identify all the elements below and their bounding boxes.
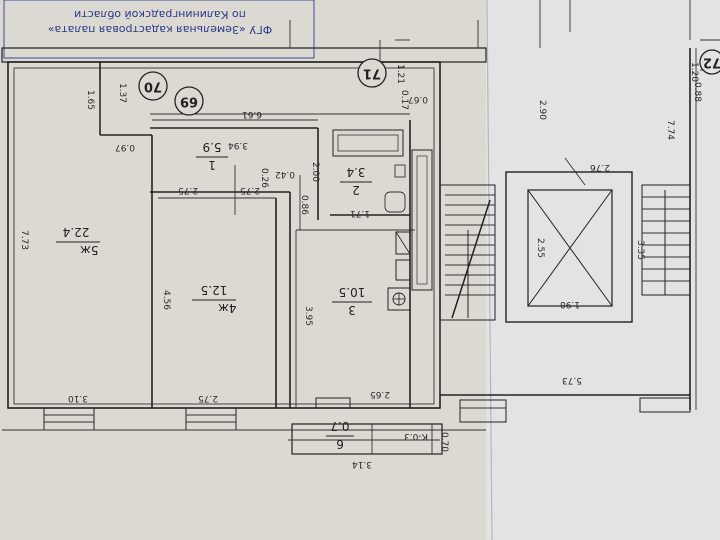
room-2-id: 2 <box>352 183 360 197</box>
bathroom-fixtures <box>332 129 433 291</box>
kitchen-fixtures <box>387 231 411 311</box>
dim-0-67: 0.67 <box>408 94 428 104</box>
dim-1-20: 1.20 <box>689 62 699 82</box>
stairwell <box>439 184 690 396</box>
paper-left <box>0 0 490 540</box>
dim-3-35: 3.35 <box>635 240 645 260</box>
room-3-label: 3 10.5 <box>332 285 372 317</box>
dim-0-86: 0.86 <box>299 195 309 215</box>
dim-0-42: 0.42 <box>275 169 295 179</box>
dim-0-97: 0.97 <box>115 142 135 152</box>
dim-2-00: 2.00 <box>310 162 320 182</box>
room-4-label: 4ж 12.5 <box>192 283 236 315</box>
room-4-suffix: ж <box>218 301 229 315</box>
svg-text:4ж: 4ж <box>218 301 237 315</box>
room-1-id: 1 <box>208 158 216 172</box>
room-5-label: 5ж 22.4 <box>56 225 100 257</box>
dim-1-37: 1.37 <box>117 83 127 103</box>
dim-3-94: 3.94 <box>228 140 248 150</box>
room-labels: 5ж 22.4 4ж 12.5 3 10.5 1 5.9 2 3.4 6 0.7 <box>56 140 372 451</box>
label-k-0-3: К-0.3 <box>404 431 428 441</box>
dim-1-71: 1.71 <box>350 208 370 218</box>
header-line1: ФГУ «Земельная кадастровая палата» <box>48 23 272 36</box>
dim-3-14: 3.14 <box>352 459 372 469</box>
header-stamp: ФГУ «Земельная кадастровая палата» по Ка… <box>3 0 315 59</box>
room-4-area: 12.5 <box>201 283 228 297</box>
room-4-id: 4 <box>229 301 237 315</box>
room-6-area: 0.7 <box>330 419 349 433</box>
room-5-area: 22.4 <box>63 225 90 239</box>
dim-2-75-c: 2.75 <box>198 393 218 403</box>
dim-1-98: 1.98 <box>560 299 580 309</box>
stair-right <box>641 48 697 410</box>
dim-0-88: 0.88 <box>692 82 702 102</box>
circle-70: 70 <box>144 79 162 94</box>
room-3-area: 10.5 <box>339 285 366 299</box>
dim-7-74: 7.74 <box>665 120 675 140</box>
balcony <box>291 423 443 455</box>
dim-2-65: 2.65 <box>370 389 390 399</box>
circle-71: 71 <box>363 66 381 81</box>
room-5-suffix: ж <box>80 243 91 257</box>
elevator-shaft <box>505 157 633 323</box>
paper-right <box>486 0 720 540</box>
dim-1-65: 1.65 <box>85 90 95 110</box>
room-2-label: 2 3.4 <box>340 165 372 197</box>
dim-2-55: 2.55 <box>535 238 545 258</box>
dim-2-75-a: 2.75 <box>178 185 198 195</box>
room-3-id: 3 <box>348 303 356 317</box>
room-2-area: 3.4 <box>346 165 365 179</box>
circle-69: 69 <box>180 94 198 109</box>
dim-5-73: 5.73 <box>562 375 582 385</box>
dim-6-61: 6.61 <box>242 109 262 119</box>
circle-72: 72 <box>703 55 720 70</box>
dim-1-21: 1.21 <box>395 64 405 84</box>
dim-3-10: 3.10 <box>68 393 88 403</box>
room-6-id: 6 <box>336 437 344 451</box>
dimension-labels: 1.65 1.37 0.97 6.61 1.21 0.67 0.17 7.73 … <box>19 62 702 469</box>
room-6-label: 6 0.7 <box>326 419 354 451</box>
dim-2-76: 2.76 <box>590 162 610 172</box>
svg-text:5ж: 5ж <box>80 243 99 257</box>
dim-7-73: 7.73 <box>19 230 29 250</box>
dim-4-56: 4.56 <box>161 290 171 310</box>
room-1-area: 5.9 <box>202 140 221 154</box>
room-1-label: 1 5.9 <box>196 140 228 172</box>
dim-2-90: 2.90 <box>537 100 547 120</box>
dim-0-26: 0.26 <box>259 168 269 188</box>
dim-3-95: 3.95 <box>303 306 313 326</box>
dim-2-75-b: 2.75 <box>240 185 260 195</box>
dim-0-70: 0.70 <box>439 432 449 452</box>
room-5-id: 5 <box>91 243 99 257</box>
circled-numbers: 70 69 71 72 <box>138 49 720 116</box>
header-line2: по Калининградской области <box>74 8 246 21</box>
windows <box>2 397 691 431</box>
dim-0-17: 0.17 <box>399 90 409 110</box>
